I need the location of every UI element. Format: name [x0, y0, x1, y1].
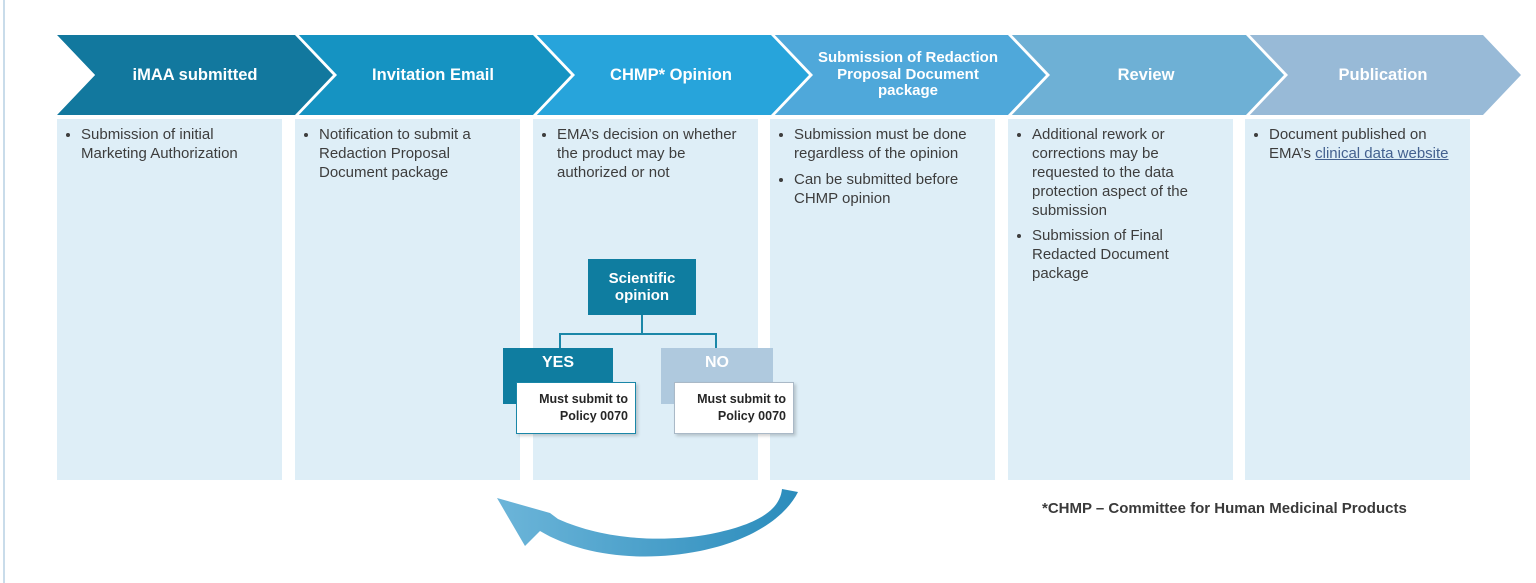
- bullet-item: Submission of Final Redacted Document pa…: [1032, 227, 1225, 284]
- panel-review: Additional rework or corrections may be …: [1008, 117, 1233, 480]
- step-chevron-label: Publication: [1245, 35, 1521, 115]
- feedback-loop-arrow-icon: [497, 489, 798, 557]
- bullet-item: Notification to submit a Redaction Propo…: [319, 126, 512, 183]
- step-chevron-review: Review: [1004, 31, 1288, 119]
- bullet-item: Submission must be done regardless of th…: [794, 126, 987, 164]
- step-chevron-publication: Publication: [1241, 31, 1525, 119]
- step-chevron-label: iMAA submitted: [57, 35, 333, 115]
- step-chevron-label: Submission of Redaction Proposal Documen…: [770, 35, 1046, 115]
- panel-invitation: Notification to submit a Redaction Propo…: [295, 117, 520, 480]
- step-chevron-invitation: Invitation Email: [291, 31, 575, 119]
- panel-imaa: Submission of initial Marketing Authoriz…: [57, 117, 282, 480]
- scientific-opinion-box: Scientific opinion: [588, 259, 696, 315]
- bullet-item: Can be submitted before CHMP opinion: [794, 171, 987, 209]
- step-chevron-chmp: CHMP* Opinion: [529, 31, 813, 119]
- step-chevron-label: Invitation Email: [295, 35, 571, 115]
- panel-publication: Document published on EMA’s clinical dat…: [1245, 117, 1470, 480]
- bullet-text: Document published on EMA’s: [1269, 126, 1427, 162]
- bullet-item: Document published on EMA’s clinical dat…: [1269, 126, 1462, 164]
- step-chevron-label: CHMP* Opinion: [533, 35, 809, 115]
- chmp-footnote: *CHMP – Committee for Human Medicinal Pr…: [1042, 500, 1407, 517]
- bullet-item: EMA’s decision on whether the product ma…: [557, 126, 750, 183]
- bullet-item: Submission of initial Marketing Authoriz…: [81, 126, 274, 164]
- tree-connector-vertical-yes: [559, 333, 561, 349]
- tree-connector-vertical-no: [715, 333, 717, 349]
- step-chevron-submission: Submission of Redaction Proposal Documen…: [766, 31, 1050, 119]
- step-chevron-label: Review: [1008, 35, 1284, 115]
- page-left-border: [3, 0, 5, 583]
- no-note-box: Must submit to Policy 0070: [674, 382, 794, 434]
- clinical-data-website-link[interactable]: clinical data website: [1315, 144, 1449, 162]
- tree-connector-horizontal: [559, 333, 717, 335]
- yes-note-box: Must submit to Policy 0070: [516, 382, 636, 434]
- panel-submission: Submission must be done regardless of th…: [770, 117, 995, 480]
- tree-connector-vertical-root: [641, 315, 643, 334]
- step-chevron-imaa: iMAA submitted: [53, 31, 337, 119]
- bullet-item: Additional rework or corrections may be …: [1032, 126, 1225, 220]
